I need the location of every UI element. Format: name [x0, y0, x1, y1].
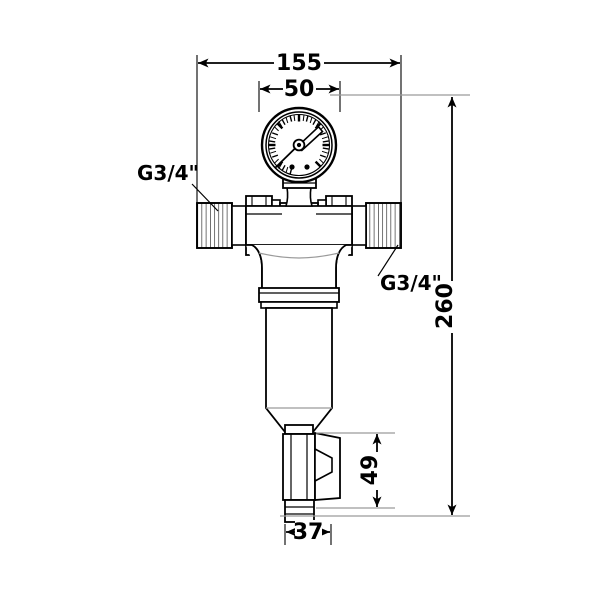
product-geometry [196, 106, 402, 523]
leader-line-thread-right [377, 244, 399, 277]
filter-body-tee [245, 205, 353, 288]
annotation-labels: G3/4" G3/4" [137, 161, 442, 295]
bowl-neck-ring [258, 287, 340, 309]
gauge-dot-left [289, 164, 295, 170]
left-pipe-stub [231, 205, 247, 246]
leader-line-thread-left [191, 183, 219, 212]
filter-bowl [265, 307, 333, 433]
dimension-labels: 155 50 260 49 37 [276, 51, 458, 545]
pressure-gauge [260, 106, 338, 184]
dim-text-backings [274, 50, 464, 543]
dim-label-gauge-diameter: 50 [284, 77, 315, 102]
extension-lines-thin [280, 94, 470, 517]
annotation-leaders [191, 183, 399, 277]
right-threaded-nipple [365, 202, 402, 249]
thread-label-left: G3/4" [137, 161, 199, 185]
left-threaded-nipple [196, 202, 233, 249]
dim-label-overall-width: 155 [276, 51, 322, 76]
right-pipe-stub [351, 205, 367, 246]
dim-label-overall-height: 260 [433, 283, 458, 329]
drain-outlet-barb [284, 499, 315, 523]
dim-label-drain-height: 49 [358, 455, 383, 486]
thread-label-right: G3/4" [380, 271, 442, 295]
extension-lines [196, 55, 402, 545]
dim-label-drain-width: 37 [293, 520, 324, 545]
gauge-dot-right [304, 164, 310, 170]
drain-valve-body [282, 424, 316, 501]
drain-lever-handle [314, 431, 341, 501]
